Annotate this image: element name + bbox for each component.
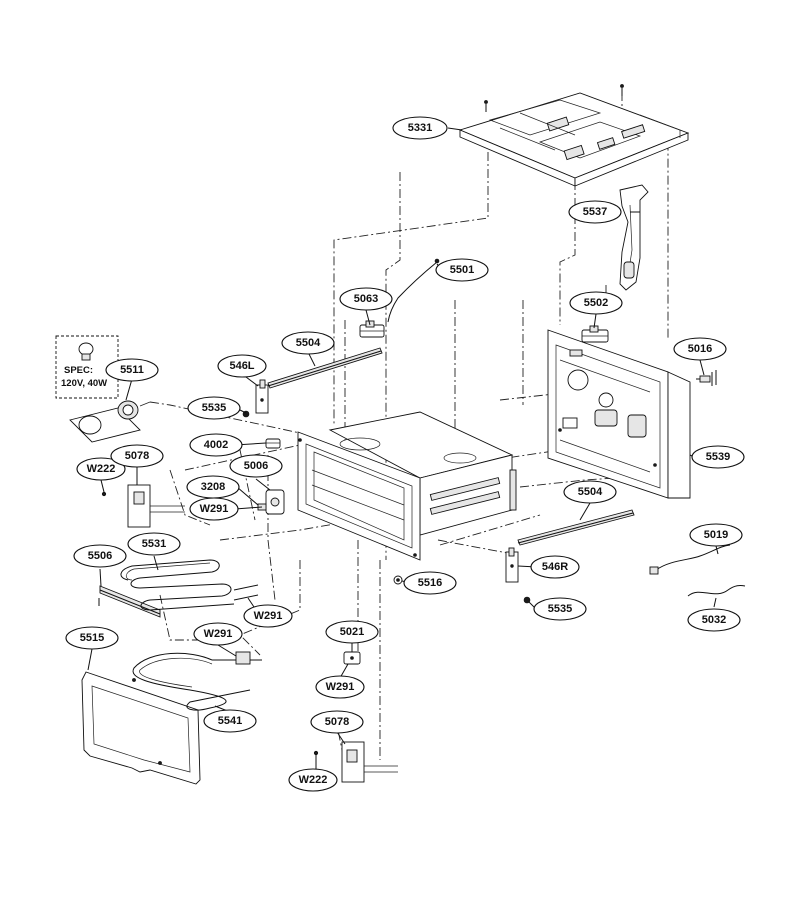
label-w222-bottom: W222	[288, 768, 338, 792]
label-5501: 5501	[435, 258, 489, 282]
label-w222-top: W222	[76, 457, 126, 481]
label-5331: 5331	[392, 116, 448, 140]
svg-text:4002: 4002	[204, 439, 228, 451]
label-3208: 3208	[186, 475, 240, 499]
sensor-5063	[359, 320, 385, 338]
strip-5506	[98, 585, 161, 618]
label-5511: 5511	[105, 358, 159, 382]
label-w291-a: W291	[189, 497, 239, 521]
svg-text:W291: W291	[200, 503, 229, 515]
label-5502: 5502	[569, 291, 623, 315]
label-5516: 5516	[403, 571, 457, 595]
svg-text:5506: 5506	[88, 550, 112, 562]
cord-5019	[649, 544, 731, 575]
svg-text:5531: 5531	[142, 538, 166, 550]
svg-text:5537: 5537	[583, 206, 607, 218]
label-5535-right: 5535	[533, 597, 587, 621]
lamp-assembly-5511	[69, 400, 151, 443]
label-4002: 4002	[189, 433, 243, 457]
svg-text:5019: 5019	[704, 529, 728, 541]
label-546R: 546R	[530, 555, 580, 579]
part-5006	[265, 489, 285, 515]
svg-text:5535: 5535	[548, 603, 572, 615]
broil-element-5531	[120, 559, 259, 611]
svg-text:5516: 5516	[418, 577, 442, 589]
label-5078-bottom: 5078	[310, 710, 364, 734]
hinge-546R	[505, 547, 519, 583]
svg-text:5539: 5539	[706, 451, 730, 463]
label-5541: 5541	[203, 709, 257, 733]
label-5506: 5506	[73, 544, 127, 568]
rail-5504-right	[517, 509, 635, 546]
part-5516	[393, 575, 403, 585]
nut-5535-right	[523, 596, 531, 604]
switch-4002	[265, 438, 281, 449]
label-5537: 5537	[568, 200, 622, 224]
svg-text:5515: 5515	[80, 632, 104, 644]
svg-text:546L: 546L	[229, 360, 254, 372]
svg-text:5504: 5504	[578, 486, 603, 498]
svg-text:5078: 5078	[325, 716, 349, 728]
bracket-5502	[581, 325, 609, 343]
hinge-546L	[255, 379, 269, 414]
label-5504-top: 5504	[281, 331, 335, 355]
svg-text:W291: W291	[326, 681, 355, 693]
label-5515: 5515	[65, 626, 119, 650]
svg-text:5502: 5502	[584, 297, 608, 309]
label-5016: 5016	[673, 337, 727, 361]
label-5078-top: 5078	[110, 444, 164, 468]
svg-text:5032: 5032	[702, 614, 726, 626]
svg-text:546R: 546R	[542, 561, 568, 573]
label-5504-right: 5504	[563, 480, 617, 504]
oven-cavity	[297, 411, 517, 561]
svg-text:5006: 5006	[244, 460, 268, 472]
fitting-5016	[696, 370, 717, 386]
label-w291-c: W291	[193, 622, 243, 646]
label-5539: 5539	[691, 445, 745, 469]
label-546L: 546L	[217, 354, 267, 378]
svg-text:5078: 5078	[125, 450, 149, 462]
back-panel-5539	[547, 329, 691, 499]
label-5063: 5063	[339, 287, 393, 311]
svg-text:W291: W291	[204, 628, 233, 640]
duct-5537	[619, 184, 649, 291]
bake-element-5541	[132, 651, 262, 711]
label-w291-b: W291	[243, 604, 293, 628]
wire-5032	[687, 585, 746, 597]
spec-title: SPEC:	[64, 365, 93, 376]
svg-text:3208: 3208	[201, 481, 225, 493]
svg-text:5016: 5016	[688, 343, 712, 355]
svg-text:5331: 5331	[408, 122, 432, 134]
label-5006: 5006	[229, 454, 283, 478]
svg-text:5511: 5511	[120, 364, 144, 376]
hinge-5078-bottom	[313, 741, 398, 783]
wire-5501	[387, 258, 440, 323]
svg-text:W222: W222	[87, 463, 116, 475]
svg-text:W222: W222	[299, 774, 328, 786]
label-5019: 5019	[689, 523, 743, 547]
rail-5504-top	[267, 347, 383, 389]
label-5535-left: 5535	[187, 396, 241, 420]
spec-value: 120V, 40W	[61, 378, 107, 389]
svg-text:5021: 5021	[340, 626, 364, 638]
label-5531: 5531	[127, 532, 181, 556]
svg-text:5541: 5541	[218, 715, 242, 727]
label-5032: 5032	[687, 608, 741, 632]
door-frame-5515	[81, 671, 201, 785]
svg-text:5535: 5535	[202, 402, 226, 414]
top-panel-5331	[458, 84, 690, 187]
svg-text:5063: 5063	[354, 293, 378, 305]
label-5021: 5021	[325, 620, 379, 644]
hinge-5078-top	[101, 484, 185, 528]
part-5021	[343, 651, 361, 665]
svg-text:W291: W291	[254, 610, 283, 622]
label-w291-d: W291	[315, 675, 365, 699]
svg-text:5501: 5501	[450, 264, 474, 276]
svg-text:5504: 5504	[296, 337, 321, 349]
